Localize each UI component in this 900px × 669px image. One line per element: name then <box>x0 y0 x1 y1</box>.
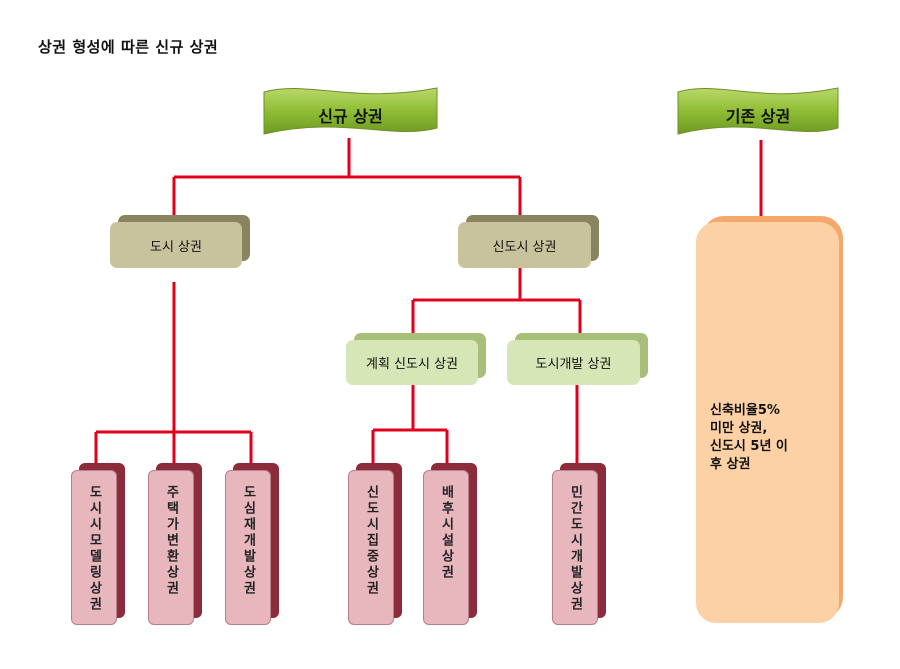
leaf-housing-conversion: 주택가변환상권 <box>148 463 202 625</box>
leaf-background-facilities: 배후시설상권 <box>423 463 477 625</box>
leaf-face: 도심재개발상권 <box>225 470 271 625</box>
banner-label: 기존 상권 <box>725 107 791 126</box>
leaf-label: 주택가변환상권 <box>163 485 179 597</box>
box-label: 신도시 상권 <box>458 222 591 268</box>
box-label: 계획 신도시 상권 <box>346 340 478 385</box>
banner-new-district: 신규 상권 <box>262 82 439 140</box>
leaf-face: 도시시모델링상권 <box>71 470 117 625</box>
leaf-face: 주택가변환상권 <box>148 470 194 625</box>
leaf-label: 민간도시개발상권 <box>567 485 583 613</box>
leaf-city-modeling: 도시시모델링상권 <box>71 463 125 625</box>
banner-existing-district: 기존 상권 <box>676 82 840 140</box>
box-label: 도시개발 상권 <box>507 340 640 385</box>
box-newtown-district: 신도시 상권 <box>458 215 599 268</box>
banner-shape <box>263 87 438 135</box>
banner-label: 신규 상권 <box>318 107 383 126</box>
leaf-face: 신도시집중상권 <box>348 470 394 625</box>
leaf-face: 민간도시개발상권 <box>552 470 598 625</box>
leaf-private-urban-development: 민간도시개발상권 <box>552 463 606 625</box>
box-existing-description: 신축비율5% 미만 상권, 신도시 5년 이 후 상권 <box>696 216 843 623</box>
box-urban-development: 도시개발 상권 <box>507 333 648 385</box>
leaf-label: 도심재개발상권 <box>240 485 256 597</box>
box-city-district: 도시 상권 <box>110 215 250 268</box>
box-face <box>696 222 839 623</box>
leaf-newtown-concentrated: 신도시집중상권 <box>348 463 402 625</box>
leaf-downtown-redevelopment: 도심재개발상권 <box>225 463 279 625</box>
existing-description-text: 신축비율5% 미만 상권, 신도시 5년 이 후 상권 <box>710 403 788 472</box>
page-title: 상권 형성에 따른 신규 상권 <box>38 38 219 56</box>
leaf-label: 도시시모델링상권 <box>86 485 102 613</box>
box-label: 도시 상권 <box>110 222 242 268</box>
leaf-label: 신도시집중상권 <box>363 485 379 597</box>
banner-shape <box>677 87 839 135</box>
leaf-face: 배후시설상권 <box>423 470 469 625</box>
leaf-label: 배후시설상권 <box>438 485 454 581</box>
box-planned-newtown: 계획 신도시 상권 <box>346 333 486 385</box>
